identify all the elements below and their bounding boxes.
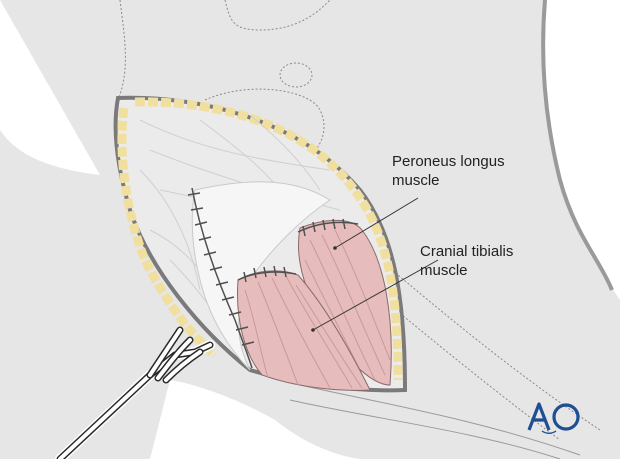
tibialis-leader-line bbox=[312, 259, 439, 331]
shin-line bbox=[289, 384, 581, 459]
patella-outline bbox=[279, 62, 313, 88]
muscle-suture-lower-stitches bbox=[243, 265, 287, 283]
tibialis-label-line1: Cranial tibialis bbox=[420, 243, 514, 260]
muscle-suture-upper-stitches bbox=[302, 218, 346, 237]
cranial-tibialis-label: Cranial tibialis muscle bbox=[420, 242, 513, 280]
peroneus-label-line2: muscle bbox=[392, 172, 440, 189]
peroneus-longus-label: Peroneus longus muscle bbox=[392, 152, 505, 190]
fat-layer-right bbox=[134, 97, 403, 381]
tibia-dotted-contour bbox=[359, 259, 601, 441]
peroneus-fibers bbox=[304, 229, 391, 381]
tibialis-fibers bbox=[244, 275, 363, 389]
peroneus-leader-dot bbox=[333, 246, 337, 250]
fat-layer-left bbox=[117, 107, 218, 359]
limb-outline-right bbox=[541, 0, 614, 291]
peroneus-label-line1: Peroneus longus bbox=[392, 153, 505, 170]
ao-logo-graphic bbox=[527, 402, 580, 434]
fascia-suture-line bbox=[191, 187, 253, 369]
thigh-dotted-contour bbox=[117, 0, 331, 161]
tibialis-label-line2: muscle bbox=[420, 262, 468, 279]
retractor-icon bbox=[55, 326, 215, 459]
muscle-suture-upper bbox=[297, 221, 359, 233]
tibialis-leader-dot bbox=[311, 328, 315, 332]
fascia-suture-stitches bbox=[187, 192, 255, 346]
peroneus-leader-line bbox=[334, 197, 419, 249]
